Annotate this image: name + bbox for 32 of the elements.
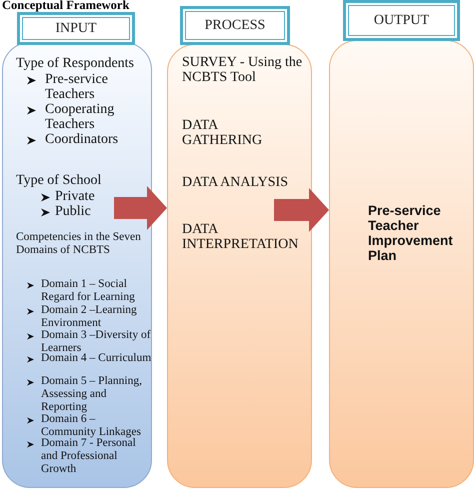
- column-panel: [167, 44, 312, 488]
- panel-text: Type of Respondents: [16, 56, 136, 71]
- panel-text: SURVEY - Using the NCBTS Tool: [182, 55, 304, 85]
- panel-text: DATA ANALYSIS: [182, 175, 289, 190]
- panel-text: DATA GATHERING: [182, 118, 264, 148]
- column-heading: OUTPUT: [374, 12, 430, 28]
- list-item: Domain 2 –Learning Environment: [41, 304, 138, 330]
- panel-text: Type of School: [16, 173, 102, 188]
- list-item: Domain 7 - Personal and Professional Growth: [41, 437, 136, 476]
- list-item: Private: [55, 189, 96, 204]
- list-item: Public: [55, 204, 92, 219]
- column-heading: INPUT: [55, 20, 97, 36]
- header-box: [343, 0, 460, 41]
- list-item: Domain 4 – Curriculum: [41, 352, 152, 365]
- column-panel: [2, 42, 152, 488]
- list-item: Pre-service Teachers: [45, 72, 109, 102]
- block-arrow: [274, 188, 329, 232]
- list-item: Domain 6 – Community Linkages: [41, 413, 142, 438]
- list-item: Cooperating Teachers: [45, 102, 116, 132]
- panel-text: DATA INTERPRETATION: [182, 222, 300, 252]
- header-box: [180, 6, 290, 45]
- panel-text: Pre-service Teacher Improvement Plan: [368, 203, 454, 263]
- panel-text: Competencies in the Seven Domains of NCBTS: [16, 231, 142, 257]
- list-item: Domain 1 – Social Regard for Learning: [41, 278, 136, 304]
- list-item: Domain 3 –Diversity of Learners: [41, 329, 152, 354]
- list-item: Domain 5 – Planning, Assessing and Reporting: [41, 375, 143, 414]
- column-heading: PROCESS: [204, 18, 266, 34]
- list-item: Coordinators: [45, 132, 120, 147]
- diagram-title: Conceptual Framework: [2, 0, 130, 13]
- header-box: [17, 12, 135, 45]
- column-panel: [329, 40, 474, 488]
- block-arrow: [114, 186, 167, 230]
